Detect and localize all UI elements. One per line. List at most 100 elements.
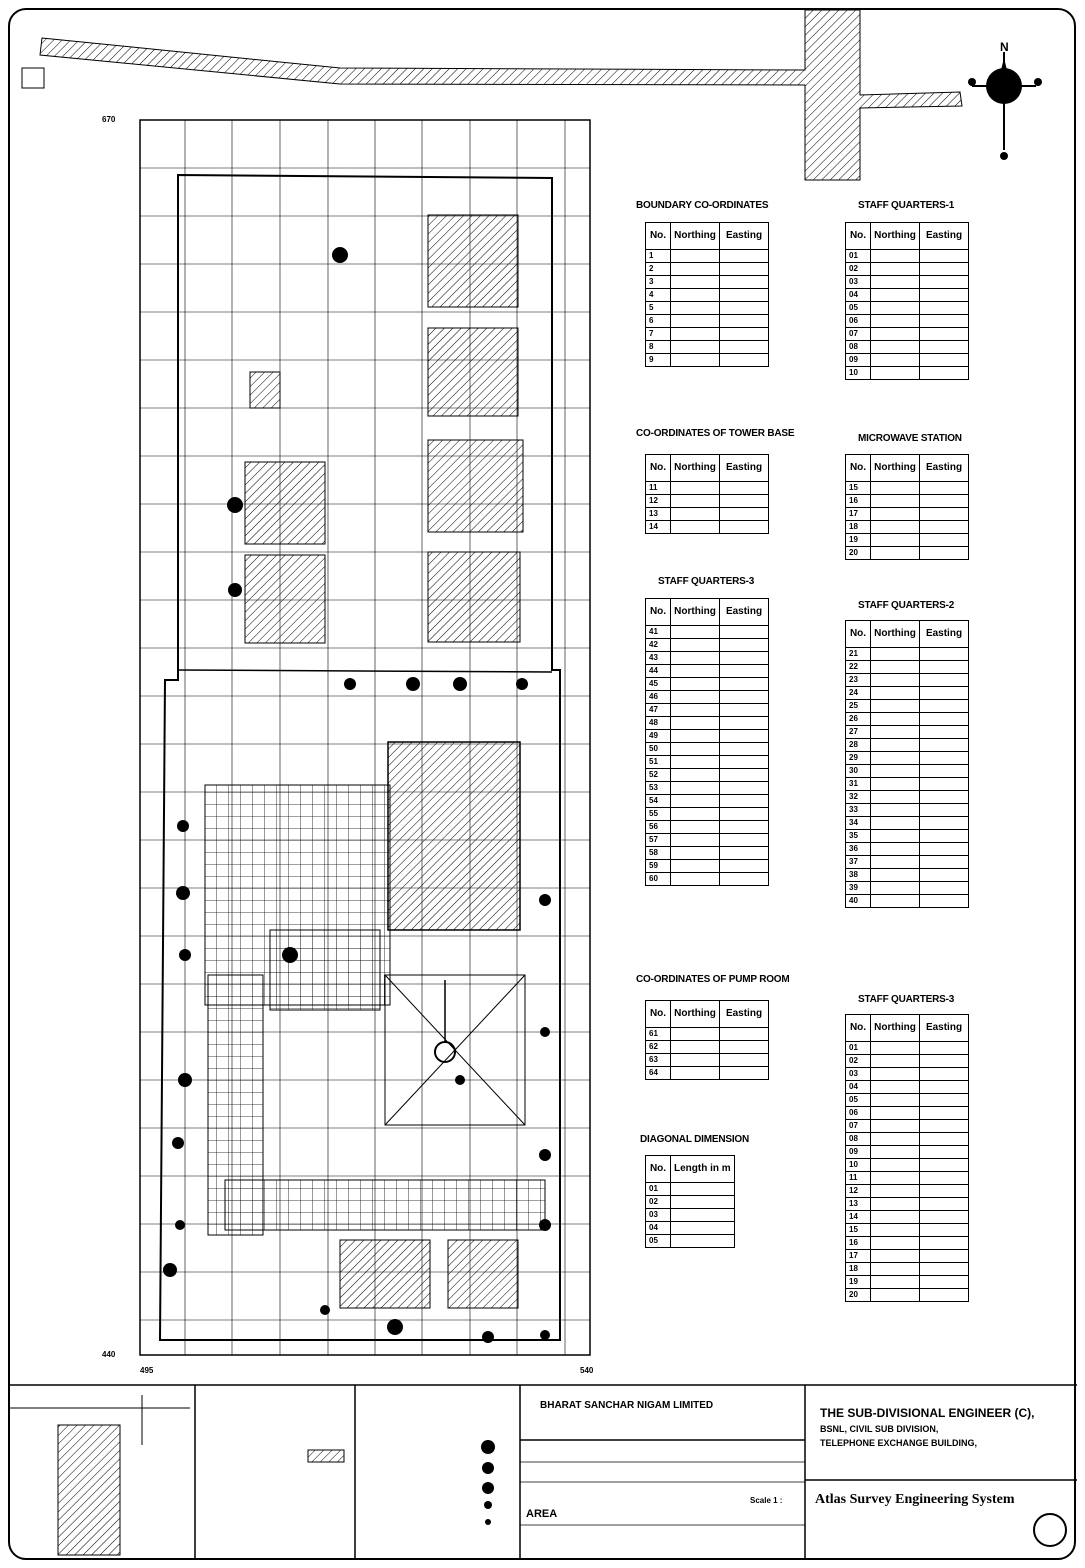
axis-label: 495	[140, 1366, 154, 1375]
coordinate-cell	[919, 301, 969, 315]
coordinate-cell	[870, 855, 920, 869]
point-number: 24	[845, 686, 871, 700]
coordinate-cell	[919, 1067, 969, 1081]
point-number: 55	[645, 807, 671, 821]
table-row: 01	[845, 249, 969, 263]
coordinate-cell	[719, 807, 769, 821]
table-row: 7	[645, 327, 769, 341]
scale-label: Scale 1 :	[750, 1496, 783, 1505]
point-number: 44	[645, 664, 671, 678]
point-number: 07	[845, 1119, 871, 1133]
point-number: 03	[645, 1208, 671, 1222]
coordinate-cell	[670, 1053, 720, 1067]
table-row: 47	[645, 703, 769, 717]
point-number: 16	[845, 1236, 871, 1250]
point-number: 11	[645, 481, 671, 495]
coordinate-cell	[919, 686, 969, 700]
coordinate-cell	[719, 781, 769, 795]
coordinate-cell	[670, 794, 720, 808]
coordinate-cell	[919, 842, 969, 856]
table-title: MICROWAVE STATION	[858, 433, 962, 444]
coordinate-cell	[919, 751, 969, 765]
coordinate-cell	[670, 846, 720, 860]
table-row: 18	[845, 1262, 969, 1276]
coordinate-cell	[870, 673, 920, 687]
point-number: 56	[645, 820, 671, 834]
coordinate-cell	[919, 1288, 969, 1302]
coordinate-cell	[719, 1027, 769, 1041]
point-number: 01	[845, 1041, 871, 1055]
coordinate-cell	[919, 481, 969, 495]
point-number: 1	[645, 249, 671, 263]
point-number: 36	[845, 842, 871, 856]
coordinate-cell	[919, 1054, 969, 1068]
coordinate-cell	[670, 314, 720, 328]
coordinate-cell	[870, 699, 920, 713]
point-number: 5	[645, 301, 671, 315]
coordinate-cell	[919, 699, 969, 713]
coordinate-cell	[919, 1132, 969, 1146]
table-row: 18	[845, 520, 969, 534]
point-number: 06	[845, 1106, 871, 1120]
coordinate-cell	[670, 833, 720, 847]
coordinate-cell	[670, 1221, 735, 1235]
coordinate-cell	[719, 716, 769, 730]
point-number: 38	[845, 868, 871, 882]
table-row: 41	[645, 625, 769, 639]
coordinate-cell	[719, 859, 769, 873]
coordinate-cell	[870, 1067, 920, 1081]
table-row: 04	[845, 288, 969, 302]
coordinate-cell	[919, 327, 969, 341]
coordinate-cell	[919, 1171, 969, 1185]
coordinate-cell	[870, 1054, 920, 1068]
coordinate-cell	[870, 249, 920, 263]
point-number: 25	[845, 699, 871, 713]
table-row: 34	[845, 816, 969, 830]
coordinate-cell	[870, 803, 920, 817]
coordinate-cell	[919, 1249, 969, 1263]
coordinate-cell	[870, 1275, 920, 1289]
point-number: 11	[845, 1171, 871, 1185]
table-row: 05	[645, 1234, 735, 1248]
axis-label: 440	[102, 1350, 116, 1359]
point-number: 09	[845, 353, 871, 367]
coordinate-cell	[919, 262, 969, 276]
coordinate-cell	[919, 546, 969, 560]
point-number: 58	[645, 846, 671, 860]
table-row: 62	[645, 1040, 769, 1054]
coordinate-cell	[870, 1197, 920, 1211]
point-number: 35	[845, 829, 871, 843]
coordinate-cell	[870, 288, 920, 302]
table-row: 46	[645, 690, 769, 704]
coordinate-cell	[870, 1080, 920, 1094]
coordinate-cell	[870, 1184, 920, 1198]
coordinate-cell	[870, 881, 920, 895]
coordinate-cell	[870, 647, 920, 661]
area-label: AREA	[526, 1508, 558, 1520]
coordinate-cell	[719, 638, 769, 652]
point-number: 06	[845, 314, 871, 328]
coordinate-cell	[919, 1197, 969, 1211]
coordinate-cell	[670, 520, 720, 534]
coordinate-cell	[670, 859, 720, 873]
table-row: 11	[645, 481, 769, 495]
coordinate-cell	[870, 1132, 920, 1146]
coordinate-cell	[870, 725, 920, 739]
point-number: 05	[645, 1234, 671, 1248]
point-number: 15	[845, 481, 871, 495]
point-number: 45	[645, 677, 671, 691]
coordinate-cell	[919, 275, 969, 289]
coordinate-cell	[870, 546, 920, 560]
coordinate-cell	[919, 1262, 969, 1276]
point-number: 04	[845, 288, 871, 302]
coordinate-cell	[919, 647, 969, 661]
table-row: 01	[645, 1182, 735, 1196]
coordinate-cell	[670, 1027, 720, 1041]
coordinate-cell	[919, 1080, 969, 1094]
table-row: 11	[845, 1171, 969, 1185]
point-number: 9	[645, 353, 671, 367]
table-row: 04	[645, 1221, 735, 1235]
point-number: 19	[845, 1275, 871, 1289]
